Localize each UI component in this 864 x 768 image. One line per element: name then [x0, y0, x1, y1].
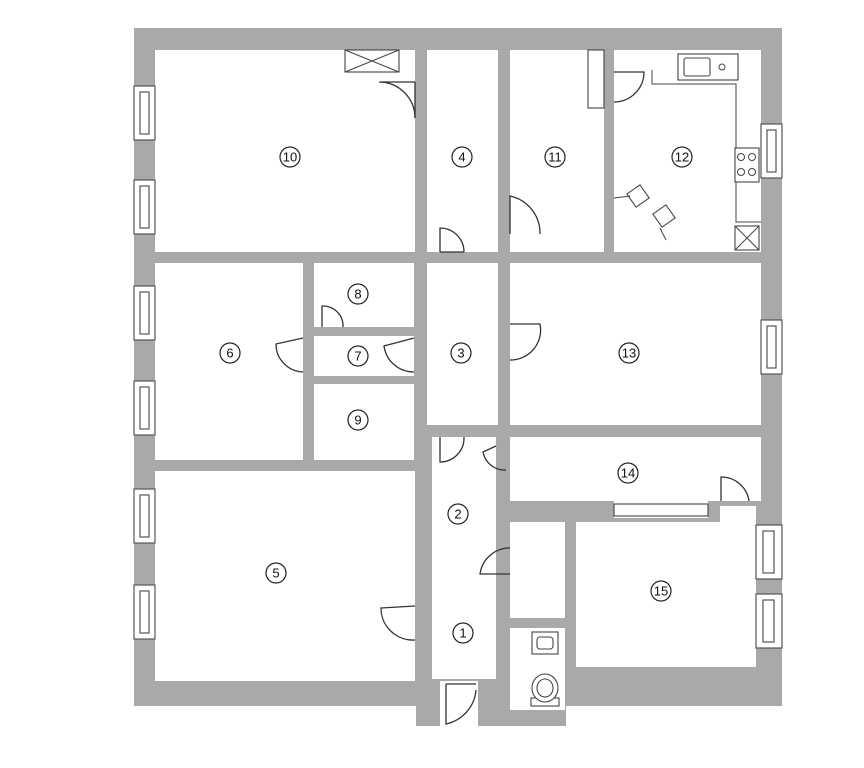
window-room-15-b [755, 593, 783, 649]
window-room-10-a [133, 85, 156, 141]
door-room-4 [439, 227, 465, 253]
room-number-6: 6 [226, 346, 233, 361]
door-room-5 [380, 605, 416, 641]
room-number-7: 7 [354, 349, 361, 364]
door-room-14 [482, 445, 507, 471]
fixtures [344, 49, 761, 707]
door-room-13 [509, 323, 542, 361]
windows [133, 85, 783, 649]
room-number-13: 13 [622, 346, 636, 361]
window-room-6-a [133, 285, 156, 341]
door-room-6 [275, 337, 304, 373]
room-number-12: 12 [675, 150, 689, 165]
room-number-15: 15 [654, 584, 668, 599]
room-number-4: 4 [458, 150, 465, 165]
room-label-6: 6 [219, 342, 241, 364]
room-label-13: 13 [618, 342, 640, 364]
door-closet [479, 547, 511, 575]
room-15-alcove-floor [720, 506, 756, 526]
room-label-9: 9 [347, 409, 369, 431]
toilet-icon [530, 673, 560, 707]
room-labels: 10 4 11 12 8 6 7 3 13 9 14 [219, 146, 693, 644]
room-label-12: 12 [671, 146, 693, 168]
room-label-5: 5 [265, 562, 287, 584]
door-room-14-15 [720, 476, 750, 502]
chair-icon [613, 184, 676, 241]
room-label-4: 4 [451, 146, 473, 168]
bathroom-sink-icon [531, 631, 559, 655]
room-number-10: 10 [283, 150, 297, 165]
room-number-1: 1 [459, 626, 466, 641]
room-label-7: 7 [347, 345, 369, 367]
stove-icon [734, 147, 760, 183]
kitchen-counter [651, 70, 761, 223]
window-room-6-b [133, 380, 156, 436]
room-label-3: 3 [450, 342, 472, 364]
door-room-11 [509, 195, 541, 235]
ventilation-shaft-icon [344, 49, 400, 73]
closet-floor [510, 522, 565, 618]
doors [275, 71, 750, 725]
room-label-8: 8 [347, 283, 369, 305]
kitchen-sink-icon [677, 53, 739, 81]
wall-column-room-11 [587, 49, 605, 109]
door-room-7 [383, 337, 415, 373]
door-room-8 [321, 305, 344, 328]
room-number-9: 9 [354, 413, 361, 428]
room-label-1: 1 [452, 622, 474, 644]
door-room-3 [439, 436, 465, 463]
room-label-10: 10 [279, 146, 301, 168]
room-label-15: 15 [650, 580, 672, 602]
room-number-5: 5 [272, 566, 279, 581]
kitchen-shaft-icon [734, 225, 760, 251]
window-room-12 [760, 123, 783, 179]
door-room-12 [613, 71, 645, 103]
counter-room-14-15 [613, 503, 709, 517]
window-room-15-a [755, 524, 783, 580]
window-room-5-b [133, 584, 156, 640]
room-number-14: 14 [621, 466, 635, 481]
room-number-2: 2 [454, 507, 461, 522]
window-room-13 [760, 319, 783, 375]
room-label-14: 14 [617, 462, 639, 484]
window-room-5-a [133, 488, 156, 544]
room-number-3: 3 [457, 346, 464, 361]
room-label-11: 11 [544, 146, 566, 168]
door-entrance [445, 683, 477, 725]
room-number-8: 8 [354, 287, 361, 302]
room-13-floor [510, 263, 761, 425]
door-room-10 [378, 81, 416, 119]
window-room-10-b [133, 179, 156, 235]
room-label-2: 2 [447, 503, 469, 525]
room-number-11: 11 [548, 150, 562, 165]
